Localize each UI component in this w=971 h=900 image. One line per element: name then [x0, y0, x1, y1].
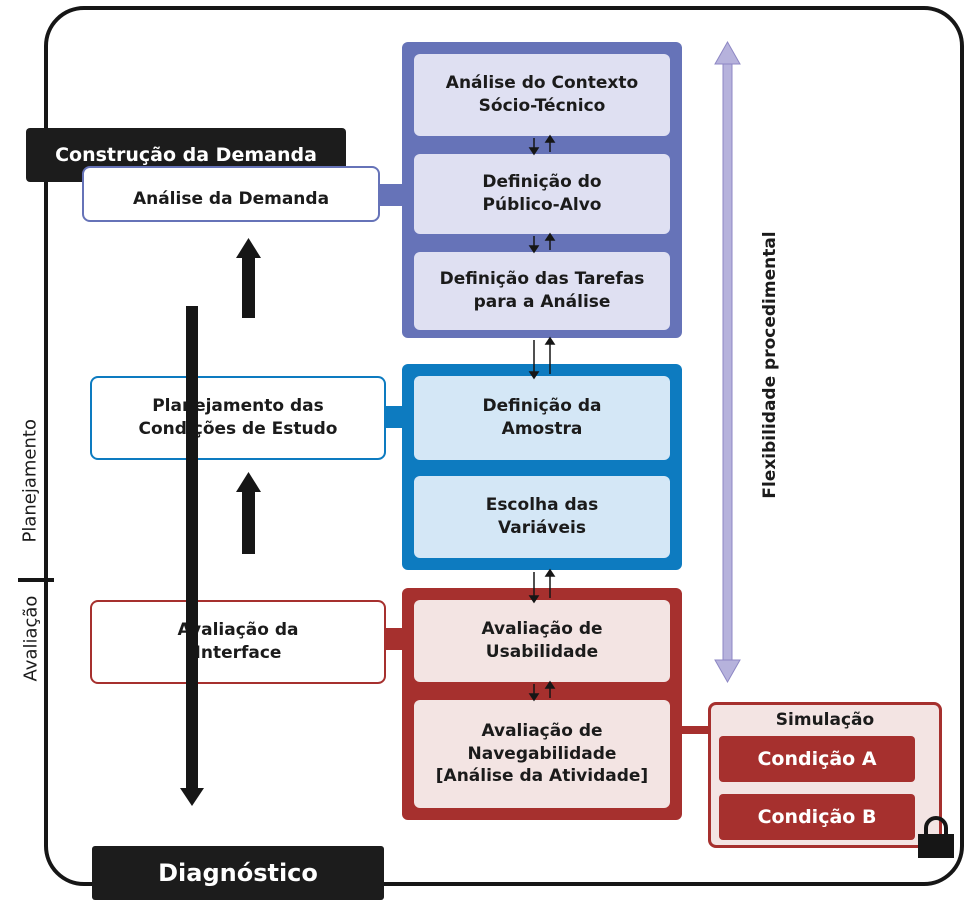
- up-arrow-middle: [236, 472, 261, 554]
- lock-icon: [918, 816, 954, 858]
- step-usability-evaluation: Avaliação de Usabilidade: [414, 600, 670, 682]
- flexibility-arrow: [714, 40, 741, 684]
- step-navigability-evaluation: Avaliação de Navegabilidade [Análise da …: [414, 700, 670, 808]
- up-arrow-top: [236, 238, 261, 318]
- down-arrow-long: [180, 306, 204, 806]
- diagram-frame: [44, 6, 964, 886]
- step-link-arrows: [528, 134, 556, 702]
- step-sample-definition: Definição da Amostra: [414, 376, 670, 460]
- study-connector: [384, 406, 404, 428]
- step-variable-choice: Escolha das Variáveis: [414, 476, 670, 558]
- simulation-connector: [680, 726, 714, 734]
- step-socio-technical-context: Análise do Contexto Sócio-Técnico: [414, 54, 670, 136]
- interface-evaluation-box: Avaliação da Interface: [90, 600, 386, 684]
- step-analysis-tasks: Definição das Tarefas para a Análise: [414, 252, 670, 330]
- condition-a-box: Condição A: [719, 736, 915, 782]
- diagnostic-label: Diagnóstico: [92, 846, 384, 900]
- phase-divider: [18, 578, 54, 582]
- study-planning-box: Planejamento das Condições de Estudo: [90, 376, 386, 460]
- step-target-audience: Definição do Público-Alvo: [414, 154, 670, 234]
- evaluation-connector: [384, 628, 404, 650]
- demand-analysis-box: Análise da Demanda: [82, 166, 380, 222]
- demand-connector: [378, 184, 404, 206]
- condition-b-box: Condição B: [719, 794, 915, 840]
- simulation-title: Simulação: [775, 709, 875, 730]
